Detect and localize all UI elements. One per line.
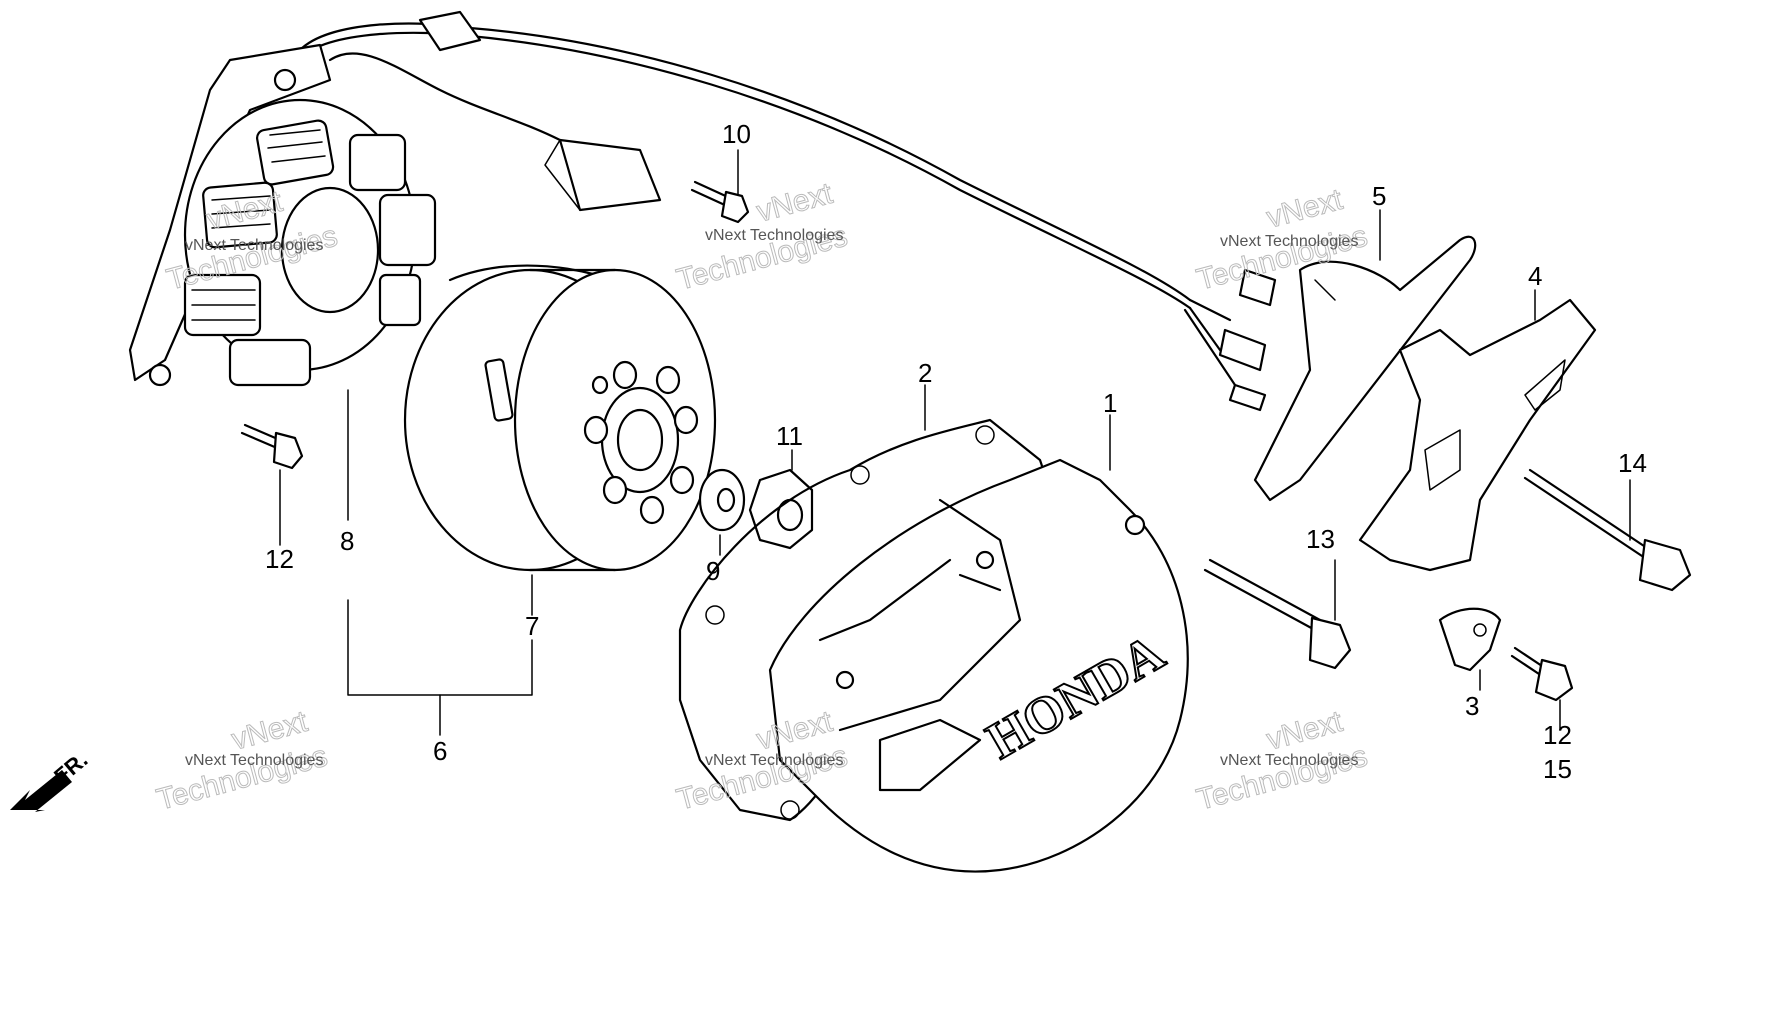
bolt-10 (690, 180, 750, 224)
callout-numbers: 1 2 3 4 5 6 7 8 9 10 11 12 12 13 14 15 (265, 119, 1647, 784)
watermark-big-top-1: vNext (753, 177, 836, 229)
watermark-small-6: vNext Technologies (1220, 752, 1358, 769)
watermark-small-5: vNext Technologies (705, 752, 843, 769)
callout-4: 4 (1528, 261, 1542, 291)
watermarks: vNext Technologies vNext Technologies vN… (153, 176, 1372, 817)
watermark-small-3: vNext Technologies (1220, 233, 1358, 250)
callout-5: 5 (1372, 181, 1386, 211)
leader-lines (279, 149, 1631, 736)
callout-3: 3 (1465, 691, 1479, 721)
washer (698, 468, 746, 532)
callout-12-right: 12 (1543, 720, 1572, 750)
bolt-13 (1203, 558, 1352, 670)
chain-guard-5 (1253, 235, 1477, 502)
flange-nut (748, 468, 814, 550)
callout-8: 8 (340, 526, 354, 556)
bolt-14 (1523, 468, 1692, 592)
callout-11: 11 (776, 421, 803, 451)
wire-harness (298, 10, 1277, 412)
callout-13: 13 (1306, 524, 1335, 554)
callout-2: 2 (918, 358, 932, 388)
front-arrow-icon (10, 770, 72, 812)
bolt-12-left (240, 423, 304, 470)
callout-15: 15 (1543, 754, 1572, 784)
callout-9: 9 (706, 556, 720, 586)
clip-3 (1438, 607, 1502, 672)
callout-10: 10 (722, 119, 751, 149)
watermark-small-1: vNext Technologies (705, 227, 843, 244)
stator-assembly (128, 43, 437, 387)
callout-1: 1 (1103, 388, 1117, 418)
callout-12-left: 12 (265, 544, 294, 574)
watermark-small-2: vNext Technologies (185, 237, 323, 254)
crankcase-left-cover: HONDA (768, 458, 1189, 873)
chain-guard-4 (1358, 298, 1597, 572)
bolt-12-15-right (1510, 646, 1574, 702)
callout-7: 7 (525, 611, 539, 641)
front-direction-indicator: FR. (10, 747, 92, 812)
callout-6: 6 (433, 736, 447, 766)
flywheel (403, 264, 717, 572)
watermark-small-4: vNext Technologies (185, 752, 323, 769)
callout-14: 14 (1618, 448, 1647, 478)
